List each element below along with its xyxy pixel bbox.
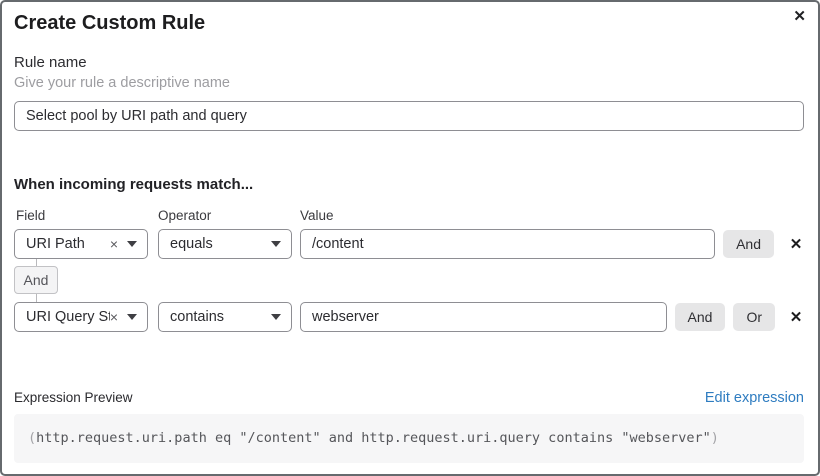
value-input[interactable]	[300, 229, 716, 259]
close-icon[interactable]: ✕	[793, 8, 806, 25]
condition-row: URI Path × equals And ✕	[14, 229, 804, 259]
value-column-label: Value	[300, 208, 334, 223]
edit-expression-link[interactable]: Edit expression	[704, 390, 804, 406]
connector-line	[36, 259, 37, 266]
expression-open-paren: (	[28, 430, 37, 446]
clear-icon[interactable]: ×	[109, 236, 118, 252]
chevron-down-icon	[127, 241, 137, 247]
chevron-down-icon	[127, 314, 137, 320]
and-button[interactable]: And	[674, 303, 726, 331]
rule-name-label: Rule name	[14, 54, 87, 71]
delete-row-icon[interactable]: ✕	[789, 236, 803, 253]
chevron-down-icon	[271, 241, 281, 247]
expression-body: http.request.uri.path eq "/content" and …	[36, 430, 711, 446]
match-section-heading: When incoming requests match...	[14, 176, 254, 193]
rule-name-input[interactable]	[14, 101, 804, 131]
clear-icon[interactable]: ×	[109, 309, 118, 325]
connector-and-badge[interactable]: And	[14, 266, 58, 294]
expression-close-paren: )	[710, 430, 719, 446]
operator-select-value: equals	[170, 236, 213, 252]
dialog-content: Create Custom Rule Rule name Give your r…	[2, 11, 818, 463]
expression-header: Expression Preview Edit expression	[14, 389, 804, 407]
or-button[interactable]: Or	[733, 303, 775, 331]
condition-row: URI Query St... × contains And Or ✕	[14, 302, 804, 332]
page-title: Create Custom Rule	[14, 12, 206, 34]
value-input[interactable]	[300, 302, 667, 332]
field-select[interactable]: URI Path ×	[14, 229, 148, 259]
and-button[interactable]: And	[723, 230, 774, 258]
operator-select[interactable]: contains	[158, 302, 292, 332]
field-select[interactable]: URI Query St... ×	[14, 302, 148, 332]
expression-code-block: (http.request.uri.path eq "/content" and…	[14, 414, 804, 463]
chevron-down-icon	[271, 314, 281, 320]
expression-preview-label: Expression Preview	[14, 390, 133, 405]
connector-line	[36, 294, 37, 302]
delete-row-icon[interactable]: ✕	[789, 309, 803, 326]
field-select-value: URI Query St...	[26, 309, 110, 325]
field-column-label: Field	[16, 208, 46, 223]
connector: And	[14, 259, 59, 302]
field-select-value: URI Path	[26, 236, 85, 252]
operator-select-value: contains	[170, 309, 225, 325]
operator-column-label: Operator	[158, 208, 212, 223]
rule-name-helper: Give your rule a descriptive name	[14, 75, 230, 91]
column-labels: Field Operator Value	[14, 208, 804, 224]
operator-select[interactable]: equals	[158, 229, 292, 259]
